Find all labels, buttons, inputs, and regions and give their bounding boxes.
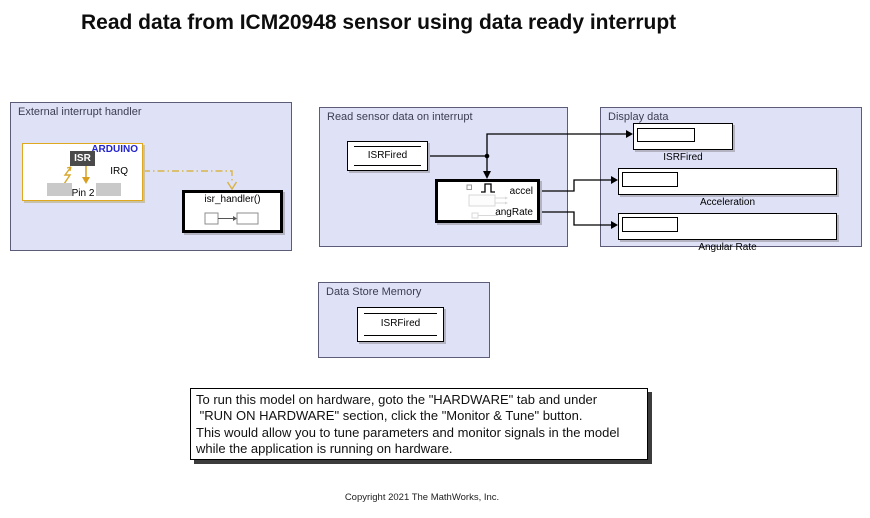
contents-preview-icon — [468, 194, 496, 207]
isrfired-display-block[interactable] — [633, 123, 733, 150]
accel-port-label: accel — [509, 186, 533, 197]
area-title: Display data — [608, 111, 669, 123]
arduino-external-interrupt-block[interactable]: ARDUINO ISR Pin 2 IRQ — [22, 143, 143, 201]
model-title: Read data from ICM20948 sensor using dat… — [81, 11, 677, 34]
interrupt-glyphs — [63, 166, 90, 185]
area-title: Read sensor data on interrupt — [327, 111, 473, 123]
copyright-text: Copyright 2021 The MathWorks, Inc. — [344, 492, 500, 503]
pin-label: Pin 2 — [71, 188, 95, 199]
isrfired-read-label: ISRFired — [367, 150, 408, 161]
trigger-pulse-icon — [481, 183, 495, 193]
isrfired-data-store-memory-block[interactable]: ISRFired — [357, 307, 444, 342]
area-title: External interrupt handler — [18, 106, 142, 118]
isr-chip-label: ISR — [70, 151, 95, 166]
lightning-icon — [63, 166, 72, 185]
data-store-line — [364, 335, 437, 336]
acceleration-display-label: Acceleration — [699, 197, 756, 208]
datastore-memory-label: ISRFired — [380, 318, 421, 329]
hardware-instructions-annotation[interactable]: To run this model on hardware, goto the … — [190, 388, 648, 460]
arduino-brand-label: ARDUINO — [91, 144, 138, 155]
angular-rate-display-block[interactable] — [618, 213, 837, 240]
data-store-line — [364, 313, 437, 314]
subsystem-contents-icon — [204, 212, 259, 225]
isrfired-display-label: ISRFired — [663, 152, 703, 163]
pin-pad-right — [96, 183, 121, 196]
triggered-subsystem-block[interactable]: accel angRate — [435, 179, 540, 223]
data-store-line — [354, 146, 421, 147]
isrfired-data-store-read-block[interactable]: ISRFired — [347, 141, 428, 171]
isrfired-display-value — [637, 128, 695, 142]
angular-rate-display-value — [622, 217, 678, 232]
pin-pad-left — [47, 183, 72, 196]
acceleration-display-block[interactable] — [618, 168, 837, 195]
angrate-port-label: angRate — [495, 207, 533, 218]
data-store-line — [354, 165, 421, 166]
area-title: Data Store Memory — [326, 286, 422, 298]
triggered-subsystem-contents — [466, 183, 508, 219]
area-read-sensor-data[interactable]: Read sensor data on interrupt — [319, 107, 568, 247]
angular-rate-display-label: Angular Rate — [698, 242, 757, 253]
lightning-arrow-tip-icon — [66, 166, 72, 172]
isr-handler-subsystem-block[interactable]: isr_handler() — [182, 190, 283, 233]
down-arrow-head-icon — [82, 177, 90, 184]
enable-port-icon — [466, 184, 472, 190]
isr-handler-label: isr_handler() — [204, 194, 261, 205]
acceleration-display-value — [622, 172, 678, 187]
irq-port-label: IRQ — [110, 166, 128, 177]
